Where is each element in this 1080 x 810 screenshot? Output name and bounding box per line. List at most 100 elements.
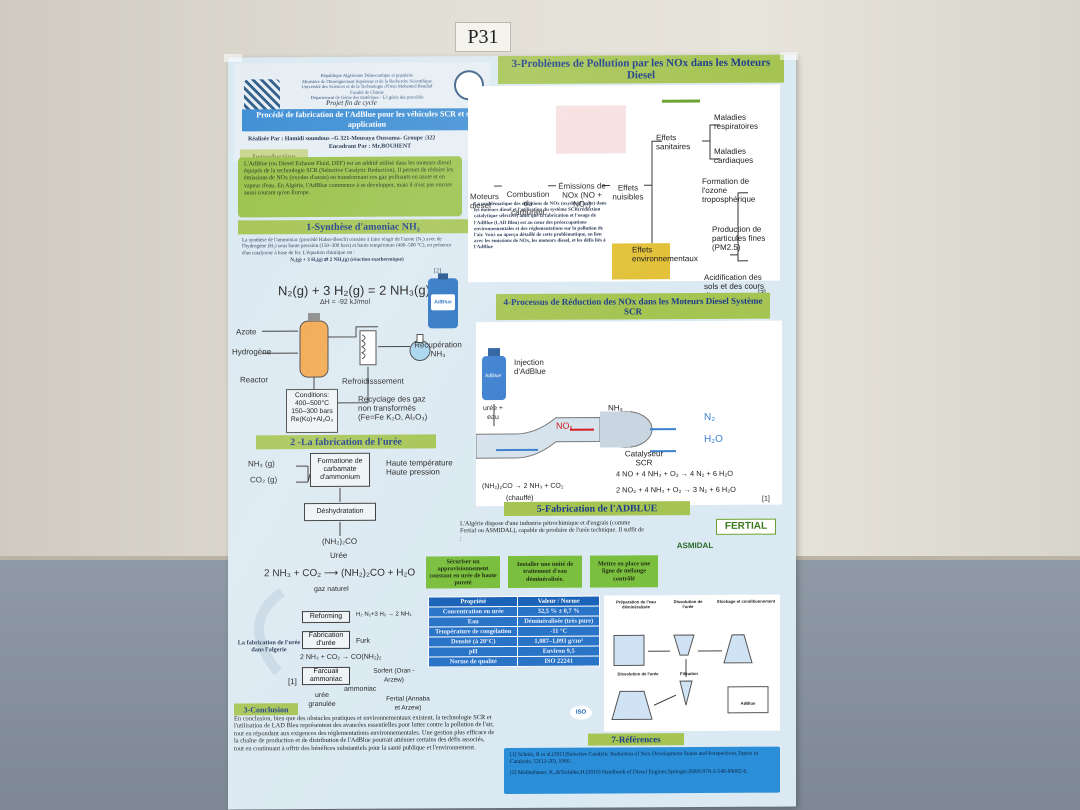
scr-reaction-1: 4 NO + 4 NH₃ + O₂ → 4 N₂ + 6 H₂O [616, 468, 733, 479]
label-injection: Injection d'AdBlue [514, 357, 546, 376]
table-header: Propriété [428, 596, 518, 607]
table-cell: 1,087–1,093 g/cm³ [517, 636, 600, 647]
synthesis-equation: N₂(g) + 3 H₂(g) ⇄ 2 NH₃(g) (réaction exo… [290, 256, 404, 264]
hydrolysis-eq: (NH₂)₂CO → 2 NH₃ + CO₂ [482, 482, 564, 491]
poster: République Algérienne Démocratique et po… [228, 54, 796, 810]
urea-fabrication-box: Fabrication d'urée [302, 630, 350, 650]
conclusion-text: En conclusion, bien que des obstacles pr… [234, 714, 495, 753]
references-box: [1] Scholz, R et al.(2011)Selective Cata… [504, 746, 780, 795]
label-ammoniac: ammoniac [344, 685, 377, 693]
pollution-paragraph: La problématique des émissions de NOx (o… [474, 201, 607, 251]
label-refroid: Refroidisssement [342, 376, 404, 386]
section1-title: 1-Synthèse d'amoniac NH₃ [238, 219, 488, 235]
label-sorfert: Sorfert (Oran - Arzew) [373, 667, 415, 684]
adblue-process-diagram: Préparation de l'eau déminéralisée Disso… [604, 594, 780, 732]
project-type: Projet fin de cycle [326, 98, 377, 107]
proc-label: Filtration [680, 671, 698, 677]
label-h2o: H₂O [704, 433, 723, 445]
label-cardiaques: Maladies cardiaques [714, 146, 754, 165]
label-uree-eau: urée + eau [482, 405, 504, 422]
label-recuperation: Récupération NH₃ [414, 340, 462, 359]
asmidal-logo: ASMIDAL [676, 540, 714, 551]
references-title: 7-Références [588, 733, 684, 746]
table-cell: Eau [428, 616, 518, 627]
reference-item: [1] Scholz, R et al.(2011)Selective Cata… [510, 750, 759, 766]
table-header: Valeur / Norme [517, 596, 600, 607]
label-furk: Furk [356, 637, 370, 645]
step-mixing-line: Mettre en place une ligne de mélange con… [590, 555, 658, 588]
table-cell: Déminéralisée (très pure) [517, 616, 600, 627]
label-nuisibles: Effets nuisibles [612, 183, 644, 202]
table-cell: Environ 9,5 [517, 646, 600, 657]
intro-text: L'AdBlue (ou Diesel Exhaust Fluid, DEF) … [238, 156, 462, 218]
label-hydrogene: Hydrogène [232, 347, 272, 357]
conditions-box: Conditions: 400–500°C 150–300 bars Re(Ko… [286, 388, 338, 434]
poster-title: Procédé de fabrication de l'AdBlue pour … [242, 108, 492, 132]
author-line: Réalisée Par : Hamidi soundous –G 321-Mo… [248, 135, 436, 143]
label-gaz-naturel: gaz naturel [314, 585, 349, 594]
section2-title: 2 -La fabrication de l'urée [256, 434, 436, 450]
label-environnementaux: Effets environnementaux [632, 245, 698, 264]
scr-section-title: 4-Processus de Réduction des NOx dans le… [496, 292, 770, 321]
proc-label: Dissolution de l'urée [617, 671, 659, 677]
proc-label: Dissolution de l'urée [673, 599, 703, 610]
haber-equation: N₂(g) + 3 H₂(g) = 2 NH₃(g) [278, 282, 430, 299]
table-cell: 32,5 % ± 0,7 % [517, 606, 600, 617]
adblue-properties-table: Propriété Valeur / Norme Concentration e… [428, 596, 600, 668]
scr-reaction-2: 2 NO₂ + 4 NH₃ + O₂ → 3 N₂ + 6 H₂O [616, 484, 736, 495]
reforming-eq: H₂ N₂+3 H₂ → 2 NH₃ [356, 611, 412, 618]
proc-label: Stockage et conditionnement [716, 598, 776, 604]
table-cell: Concentration en urée [428, 606, 518, 617]
pollution-diagram: Moteurs diesel Combustion du carburant É… [468, 84, 780, 300]
reforming-box: Reforming [302, 610, 350, 624]
urea-flow-arrows [253, 465, 341, 676]
urea-eq-small: 2 NH₃ + CO₂ → CO(NH₂)₂ [300, 653, 382, 662]
institution-lines: République Algérienne Démocratique et po… [284, 72, 450, 101]
table-cell: ISO 22241 [517, 656, 600, 667]
ref-marker: [1] [762, 495, 770, 503]
label-fertial: Fertial (Annaba et Arzew) [386, 695, 430, 712]
table-cell: pH [428, 646, 518, 657]
label-reactor: Reactor [240, 375, 269, 385]
fertial-logo: FERTIAL [716, 518, 776, 535]
synthesis-text: La synthèse de l'ammoniac (procédé Haber… [242, 236, 452, 264]
room-label: P31 [455, 22, 511, 52]
label-catalyseur: Catalyseur SCR [624, 449, 664, 468]
adblue-section-title: 5-Fabrication de l'ADBLUE [504, 501, 690, 517]
tape [780, 52, 798, 60]
urea-algeria-caption: La fabrication de l'urée dans l'algerie [237, 639, 301, 654]
label-nox: NOₓ [556, 420, 573, 431]
haber-process-diagram [262, 313, 431, 404]
label-ozone: Formation de l'ozone troposphérique [702, 176, 756, 205]
label-respiratoires: Maladies respiratoires [714, 112, 759, 131]
pollution-tree-lines [494, 99, 748, 280]
label-sanitaires: Effets sanitaires [656, 133, 691, 152]
table-cell: -11 °C [517, 626, 600, 637]
iso-logo: ISO [570, 705, 592, 720]
tape [224, 54, 242, 62]
table-cell: Densité (à 20°C) [428, 636, 518, 647]
proc-label: Préparation de l'eau déminéralisée [616, 599, 656, 610]
poster-header: République Algérienne Démocratique et po… [234, 62, 492, 162]
scr-diagram: AdBlue Injection d'AdBlue urée + eau NOₓ… [476, 320, 782, 507]
algeria-industry-text: L'Algérie dispose d'une industrie pétroc… [460, 519, 644, 543]
reference-item: [2] Mollenhauer, K.,&Tschöke,H.(2010) Ha… [510, 768, 748, 777]
bottle-label: AdBlue [485, 373, 502, 380]
label-uree-granulee: urée granulée [308, 691, 336, 709]
process-drawing [611, 634, 769, 720]
jug-cap [438, 273, 448, 280]
ammonia-box: Farcuaii ammoniac [302, 666, 350, 686]
label-recyclage: Recyclage des gaz non transformés (Fe=Fe… [358, 394, 428, 422]
label-pm: Production de particules fines (PM2.5) [712, 224, 766, 252]
label-azote: Azote [236, 327, 257, 337]
label-nh3-scr: NH₃ [608, 403, 623, 413]
scr-pipe-drawing [476, 348, 676, 459]
step-urea-supply: Sécuriser un approvisionnement constant … [426, 556, 500, 589]
label-n2: N₂ [704, 411, 716, 423]
section3-title: 3-Conclusion [234, 703, 298, 716]
pollution-section-title: 3-Problèmes de Pollution par les NOx dan… [498, 54, 784, 85]
step-water-unit: Installer une unité de traitement d'eau … [508, 555, 582, 589]
proc-label: AdBlue [740, 700, 756, 706]
synthesis-paragraph: La synthèse de l'ammoniac (procédé Haber… [242, 236, 452, 257]
